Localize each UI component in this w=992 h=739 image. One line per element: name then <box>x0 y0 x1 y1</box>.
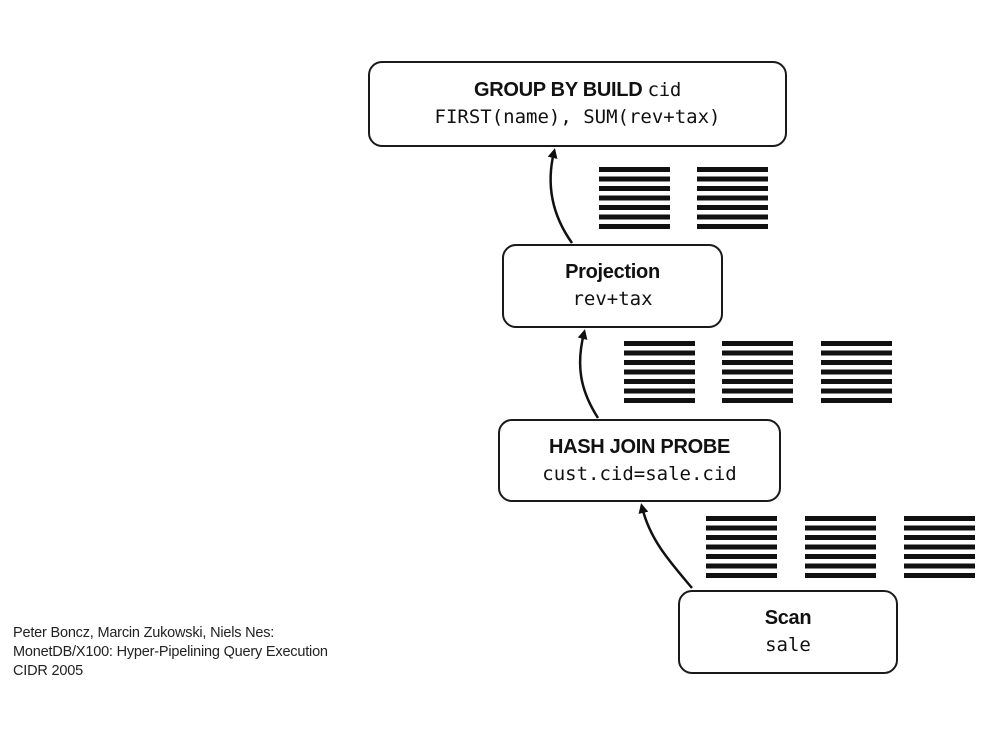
vector-line <box>624 360 695 365</box>
vector-line <box>821 360 892 365</box>
vector-line <box>722 350 793 356</box>
vector-line <box>722 379 793 384</box>
vector-line <box>624 388 695 394</box>
vector-line <box>722 341 793 346</box>
vector-line <box>697 214 768 220</box>
vector-line <box>805 544 876 550</box>
vector-line <box>904 563 975 569</box>
vector-line <box>697 224 768 229</box>
vector-line <box>805 516 876 521</box>
arrow-scan-to-hashjoin <box>638 503 693 589</box>
vector-batch-hashjoin-2 <box>805 516 876 578</box>
vector-line <box>599 224 670 229</box>
arrow-hashjoin-to-projection <box>577 329 600 419</box>
vector-line <box>624 369 695 375</box>
vector-line <box>805 535 876 540</box>
group-by-title-code: cid <box>647 79 682 101</box>
vector-line <box>722 398 793 403</box>
group-by-title-text: GROUP BY BUILD <box>473 79 643 101</box>
vector-line <box>706 554 777 559</box>
vector-line <box>624 341 695 346</box>
operator-hash-join-probe: HASH JOIN PROBE cust.cid=sale.cid <box>498 419 781 502</box>
vector-line <box>624 398 695 403</box>
vector-batch-projection-3 <box>821 341 892 403</box>
group-by-title: GROUP BY BUILD cid <box>474 77 681 103</box>
vector-line <box>599 186 670 191</box>
vector-line <box>599 167 670 172</box>
vector-line <box>821 388 892 394</box>
vector-batch-projection-2 <box>722 341 793 403</box>
vector-line <box>904 544 975 550</box>
vector-line <box>599 205 670 210</box>
vector-batch-groupby-2 <box>697 167 768 229</box>
citation: Peter Boncz, Marcin Zukowski, Niels Nes:… <box>13 624 328 681</box>
vector-line <box>697 167 768 172</box>
vector-line <box>904 516 975 521</box>
vector-line <box>706 544 777 550</box>
vector-batch-groupby-1 <box>599 167 670 229</box>
vector-line <box>697 186 768 191</box>
scan-expression: sale <box>765 634 811 656</box>
operator-scan: Scan sale <box>678 590 898 674</box>
arrow-projection-to-groupby <box>547 148 574 244</box>
operator-projection: Projection rev+tax <box>502 244 723 328</box>
vector-line <box>904 525 975 531</box>
vector-batch-hashjoin-1 <box>706 516 777 578</box>
vector-line <box>706 573 777 578</box>
hash-join-expression: cust.cid=sale.cid <box>542 462 737 485</box>
vector-batch-hashjoin-3 <box>904 516 975 578</box>
vector-line <box>697 195 768 201</box>
scan-title: Scan <box>764 607 812 629</box>
vector-line <box>821 369 892 375</box>
vector-line <box>722 369 793 375</box>
hash-join-title: HASH JOIN PROBE <box>548 435 731 458</box>
citation-venue: CIDR 2005 <box>13 663 83 679</box>
citation-title: MonetDB/X100: Hyper-Pipelining Query Exe… <box>13 644 328 660</box>
vector-line <box>805 525 876 531</box>
vector-line <box>805 573 876 578</box>
projection-expression: rev+tax <box>572 288 653 310</box>
vector-line <box>599 214 670 220</box>
vector-line <box>821 341 892 346</box>
group-by-expression: FIRST(name), SUM(rev+tax) <box>434 106 721 128</box>
vector-line <box>706 535 777 540</box>
vector-line <box>821 379 892 384</box>
projection-title: Projection <box>565 261 660 283</box>
vector-line <box>706 563 777 569</box>
citation-authors: Peter Boncz, Marcin Zukowski, Niels Nes: <box>13 625 275 641</box>
vector-line <box>599 195 670 201</box>
vector-line <box>624 379 695 384</box>
vector-line <box>624 350 695 356</box>
vector-line <box>904 535 975 540</box>
vector-line <box>706 516 777 521</box>
vector-line <box>706 525 777 531</box>
vector-line <box>904 554 975 559</box>
vector-line <box>722 388 793 394</box>
vector-line <box>697 205 768 210</box>
vector-line <box>722 360 793 365</box>
vector-batch-projection-1 <box>624 341 695 403</box>
vector-line <box>805 554 876 559</box>
vector-line <box>821 350 892 356</box>
operator-group-by-build: GROUP BY BUILD cid FIRST(name), SUM(rev+… <box>368 61 787 147</box>
vector-line <box>599 176 670 182</box>
vector-line <box>805 563 876 569</box>
vector-line <box>697 176 768 182</box>
vector-line <box>904 573 975 578</box>
vector-line <box>821 398 892 403</box>
